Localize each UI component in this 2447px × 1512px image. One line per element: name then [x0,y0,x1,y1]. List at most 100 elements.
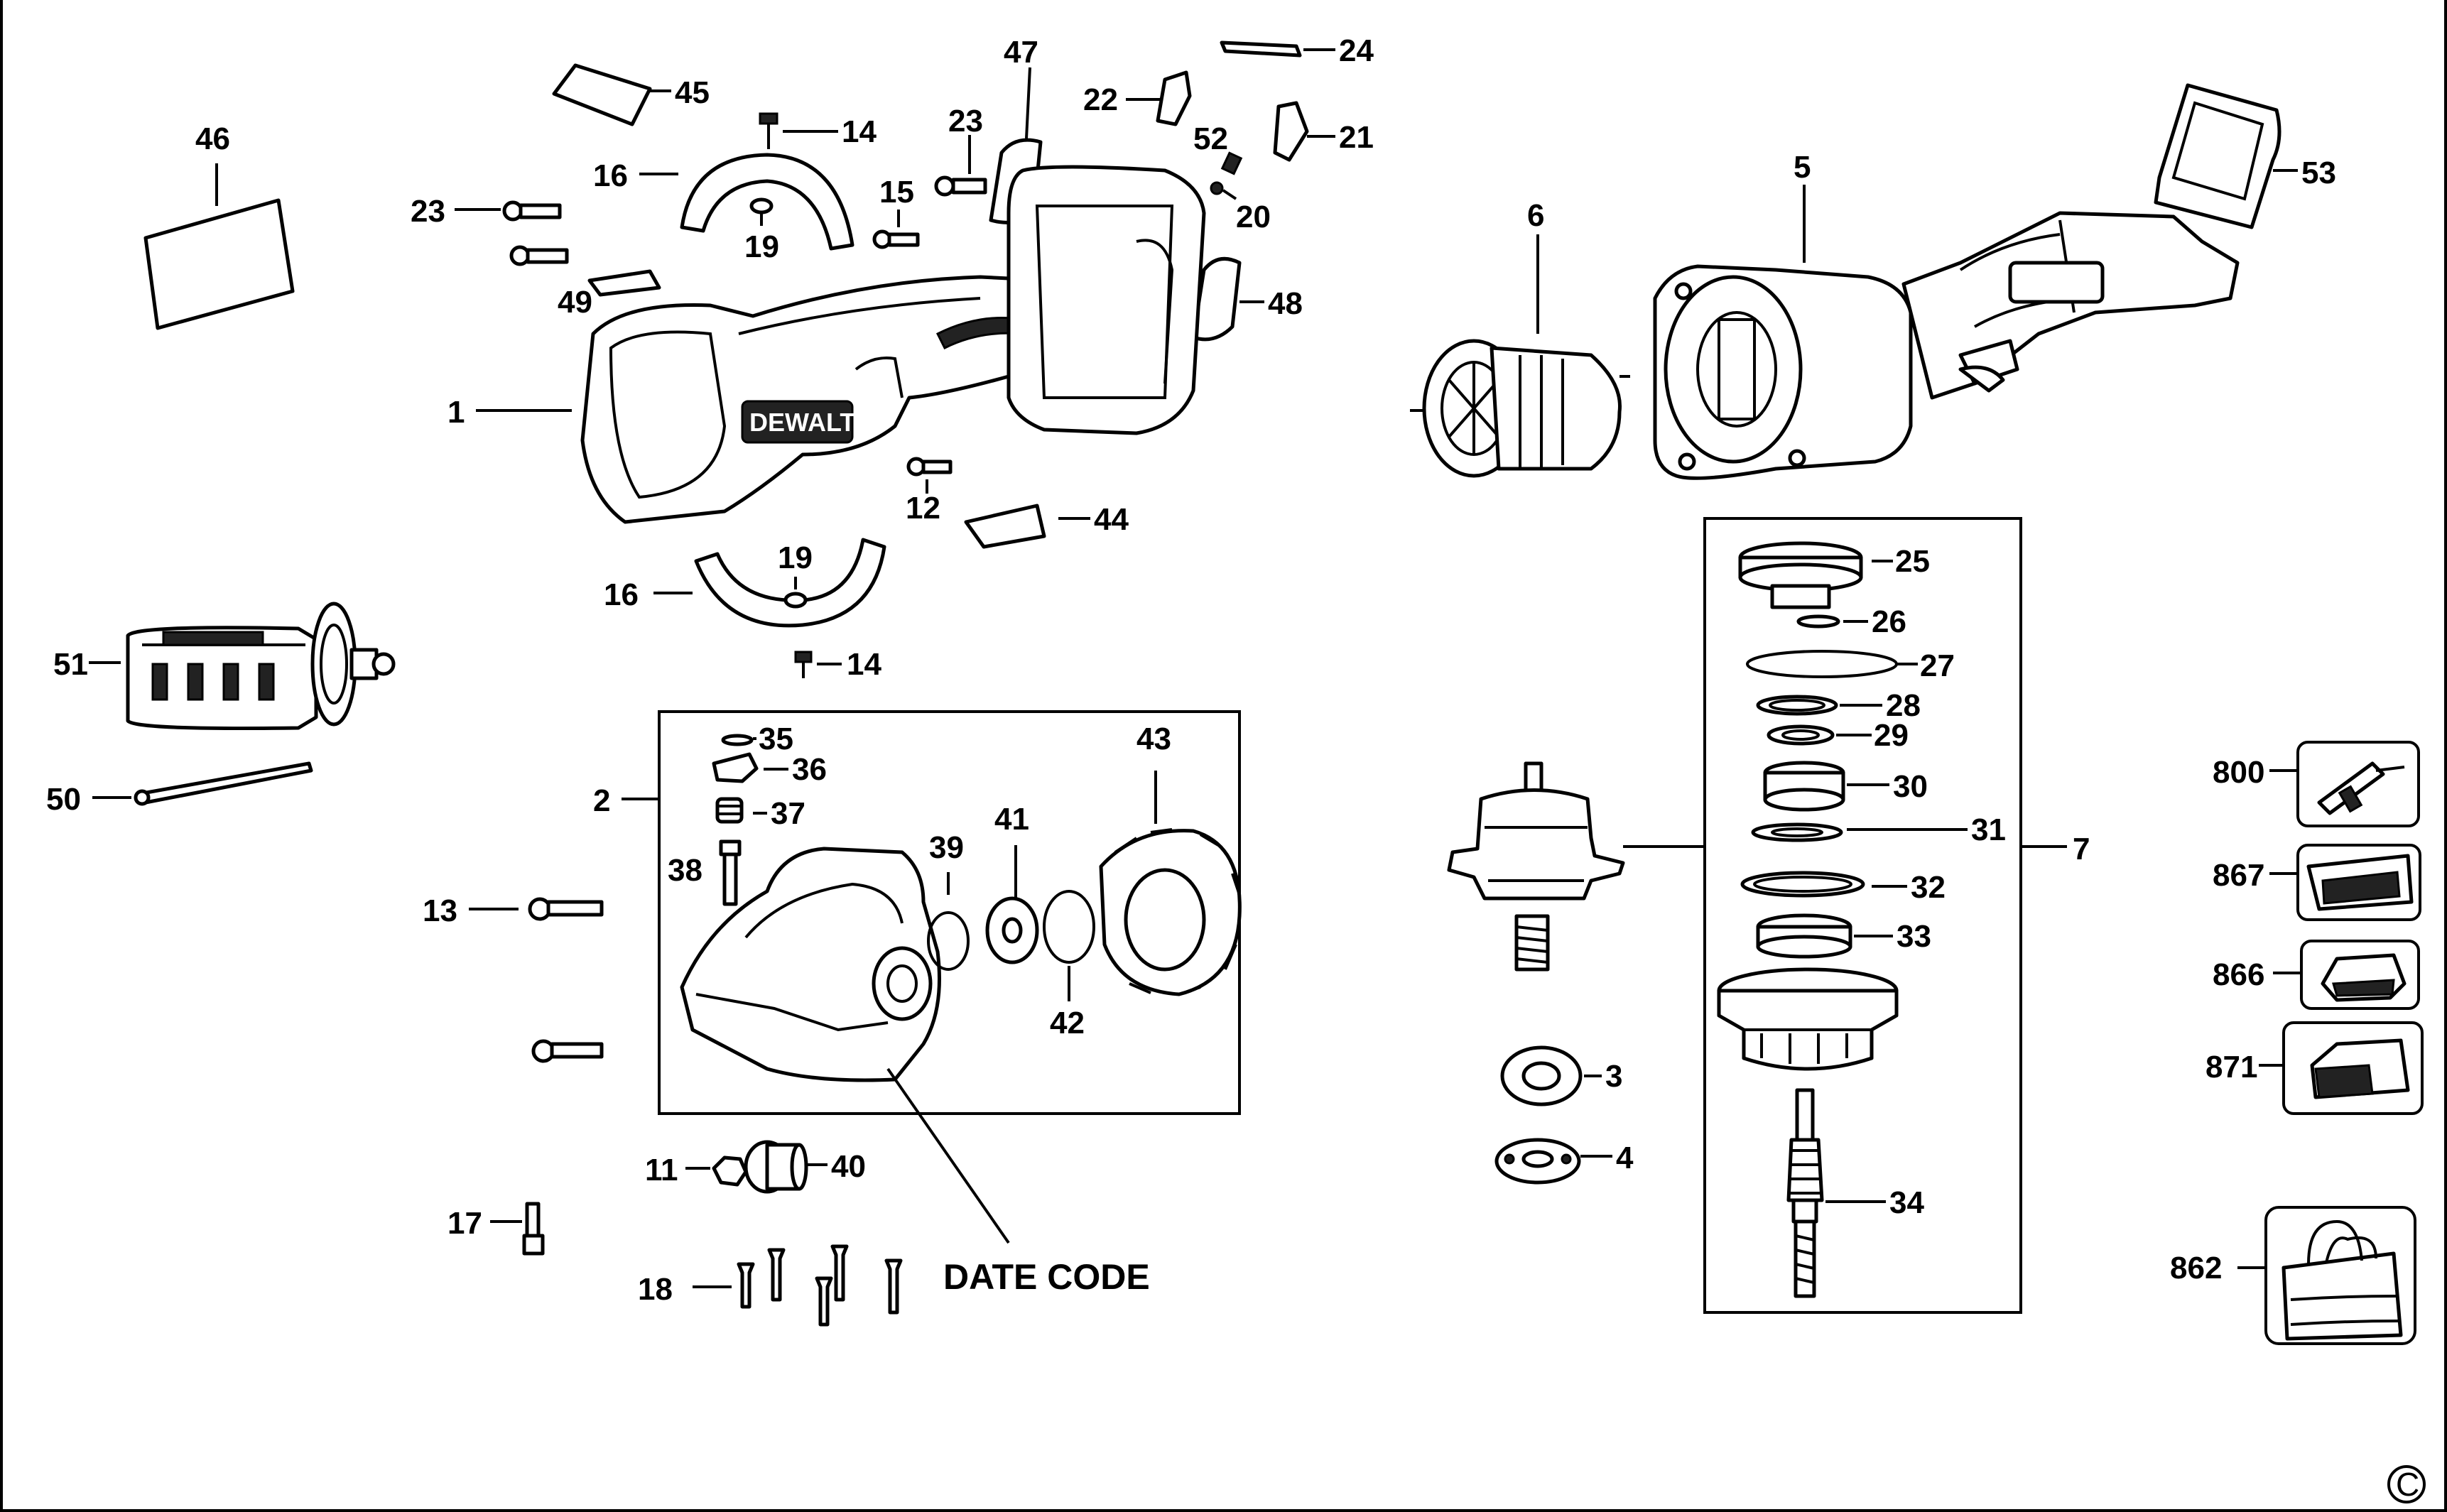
callout-50: 50 [46,782,81,817]
cover-44 [964,504,1090,549]
switch-lever-22 [1126,70,1192,126]
callout-14-top: 14 [842,114,877,149]
spring-37 [715,797,767,824]
field-housing-5 [1653,185,1968,480]
charger-871 [2259,1021,2424,1115]
spindle-assembly [1447,761,1705,972]
o-ring-27 [1746,650,1918,678]
callout-23-top: 23 [948,104,983,138]
nut-19-top [749,197,774,226]
shim-31 [1751,822,1968,842]
switch-21 [1273,101,1335,162]
callout-871: 871 [2205,1050,2257,1084]
callout-866: 866 [2213,957,2264,992]
callout-5: 5 [1794,150,1811,185]
callout-40: 40 [831,1149,866,1184]
bearing-30 [1763,761,1889,812]
bearing-41 [985,845,1039,964]
bushing-40 [744,1140,828,1194]
callout-16-top: 16 [593,158,628,193]
washer-29 [1767,724,1872,746]
callout-18: 18 [638,1272,673,1307]
callout-862: 862 [2170,1251,2222,1285]
callout-27: 27 [1920,648,1955,683]
callout-19-bottom: 19 [778,540,813,575]
hex-key-50 [92,761,313,806]
bearing-33 [1756,913,1893,959]
charger-867 [2269,844,2421,921]
date-code-label: DATE CODE [943,1257,1150,1297]
screw-13 [469,897,604,1063]
bit-17 [490,1202,545,1256]
screw-23-left [455,200,569,266]
callout-2: 2 [593,783,610,818]
armature-6 [1410,234,1630,478]
callout-26: 26 [1872,604,1906,639]
callout-29: 29 [1874,718,1909,753]
callout-15: 15 [879,175,914,210]
callout-21: 21 [1339,120,1374,155]
side-handle-51 [89,602,396,731]
callout-25: 25 [1895,544,1930,579]
spindle-box-7 [1703,517,2022,1314]
callout-51: 51 [53,647,88,682]
battery-866 [2273,940,2420,1010]
callout-35: 35 [759,722,793,756]
callout-42: 42 [1050,1006,1085,1040]
snap-ring-28 [1756,695,1882,716]
pin-35 [721,734,756,746]
nut-19-bottom [783,577,808,609]
callout-31: 31 [1971,812,2006,847]
callout-22: 22 [1083,82,1118,117]
spindle-34 [1786,1088,1886,1298]
callout-800: 800 [2213,755,2264,790]
gasket-32 [1740,871,1907,898]
retaining-ring-42 [1043,890,1095,1001]
callout-19-top: 19 [744,229,779,264]
screws-18 [693,1244,903,1327]
callout-52: 52 [1193,121,1228,156]
pin-38 [719,839,742,906]
o-ring-39 [927,872,970,971]
callout-39: 39 [929,830,964,865]
screw-14-top [759,112,838,149]
callout-44: 44 [1094,502,1129,537]
flange-3 [1500,1045,1602,1106]
callout-28: 28 [1886,688,1921,723]
spring-52 [1220,151,1243,175]
callout-32: 32 [1911,870,1946,905]
callout-14-bottom: 14 [847,647,881,682]
bearing-retainer-25 [1738,541,1893,609]
flange-nut-4 [1494,1138,1612,1185]
screw-15 [872,210,920,249]
callout-38: 38 [668,853,702,888]
callout-47: 47 [1004,35,1038,70]
callout-43: 43 [1136,722,1171,756]
nut-11 [685,1155,748,1187]
callout-46: 46 [195,121,230,156]
switch-harness [1901,211,2240,400]
gear-housing-plate [1717,967,1899,1071]
label-45 [552,63,671,126]
copyright-letter: C [2396,1466,2419,1503]
accessory-800 [2269,741,2420,827]
callout-37: 37 [771,796,805,831]
gear-case [680,847,1010,1244]
guard-clip-16-bottom [653,538,886,628]
baffle-43 [1099,771,1242,996]
callout-30: 30 [1893,769,1928,804]
callout-12: 12 [906,491,940,526]
callout-7: 7 [2073,832,2090,866]
callout-36: 36 [792,752,827,787]
callout-33: 33 [1897,919,1931,954]
pin-20 [1210,181,1237,200]
pin-12 [906,457,953,494]
callout-41: 41 [994,802,1029,837]
screw-23-top [934,135,987,197]
endcap-48 [1191,256,1264,342]
housing-1: DEWALT [476,165,1206,524]
callout-6: 6 [1527,198,1544,233]
callout-45: 45 [675,75,710,110]
battery-pack-53 [2154,83,2298,229]
washer-26 [1796,614,1868,629]
